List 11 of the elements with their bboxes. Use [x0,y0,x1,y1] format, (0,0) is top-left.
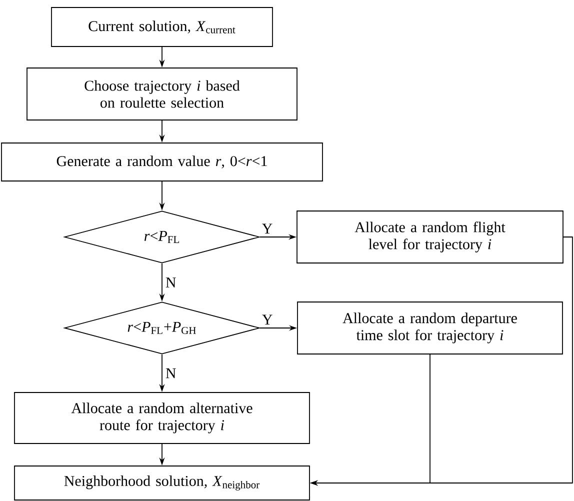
edge-label: N [166,368,176,378]
edge-label: Y [262,314,272,325]
process-box: Allocate a random departure time slot for trajectory i [297,302,563,354]
edge-label: N [166,278,176,288]
process-box: Neighborhood solution, X$_{neighbor}$ [14,466,310,500]
process-box: Allocate a random flight level for trajectory i [296,210,564,264]
process-box: Generate a random value r, 0<r<1 [1,142,323,182]
process-box: Current solution, X$_{current}$ [51,7,273,47]
process-box: Choose trajectory i based on roulette selection [26,68,298,120]
process-box: Allocate a random alternative route for trajectory i [14,392,310,444]
edge-label: Y [262,224,272,234]
